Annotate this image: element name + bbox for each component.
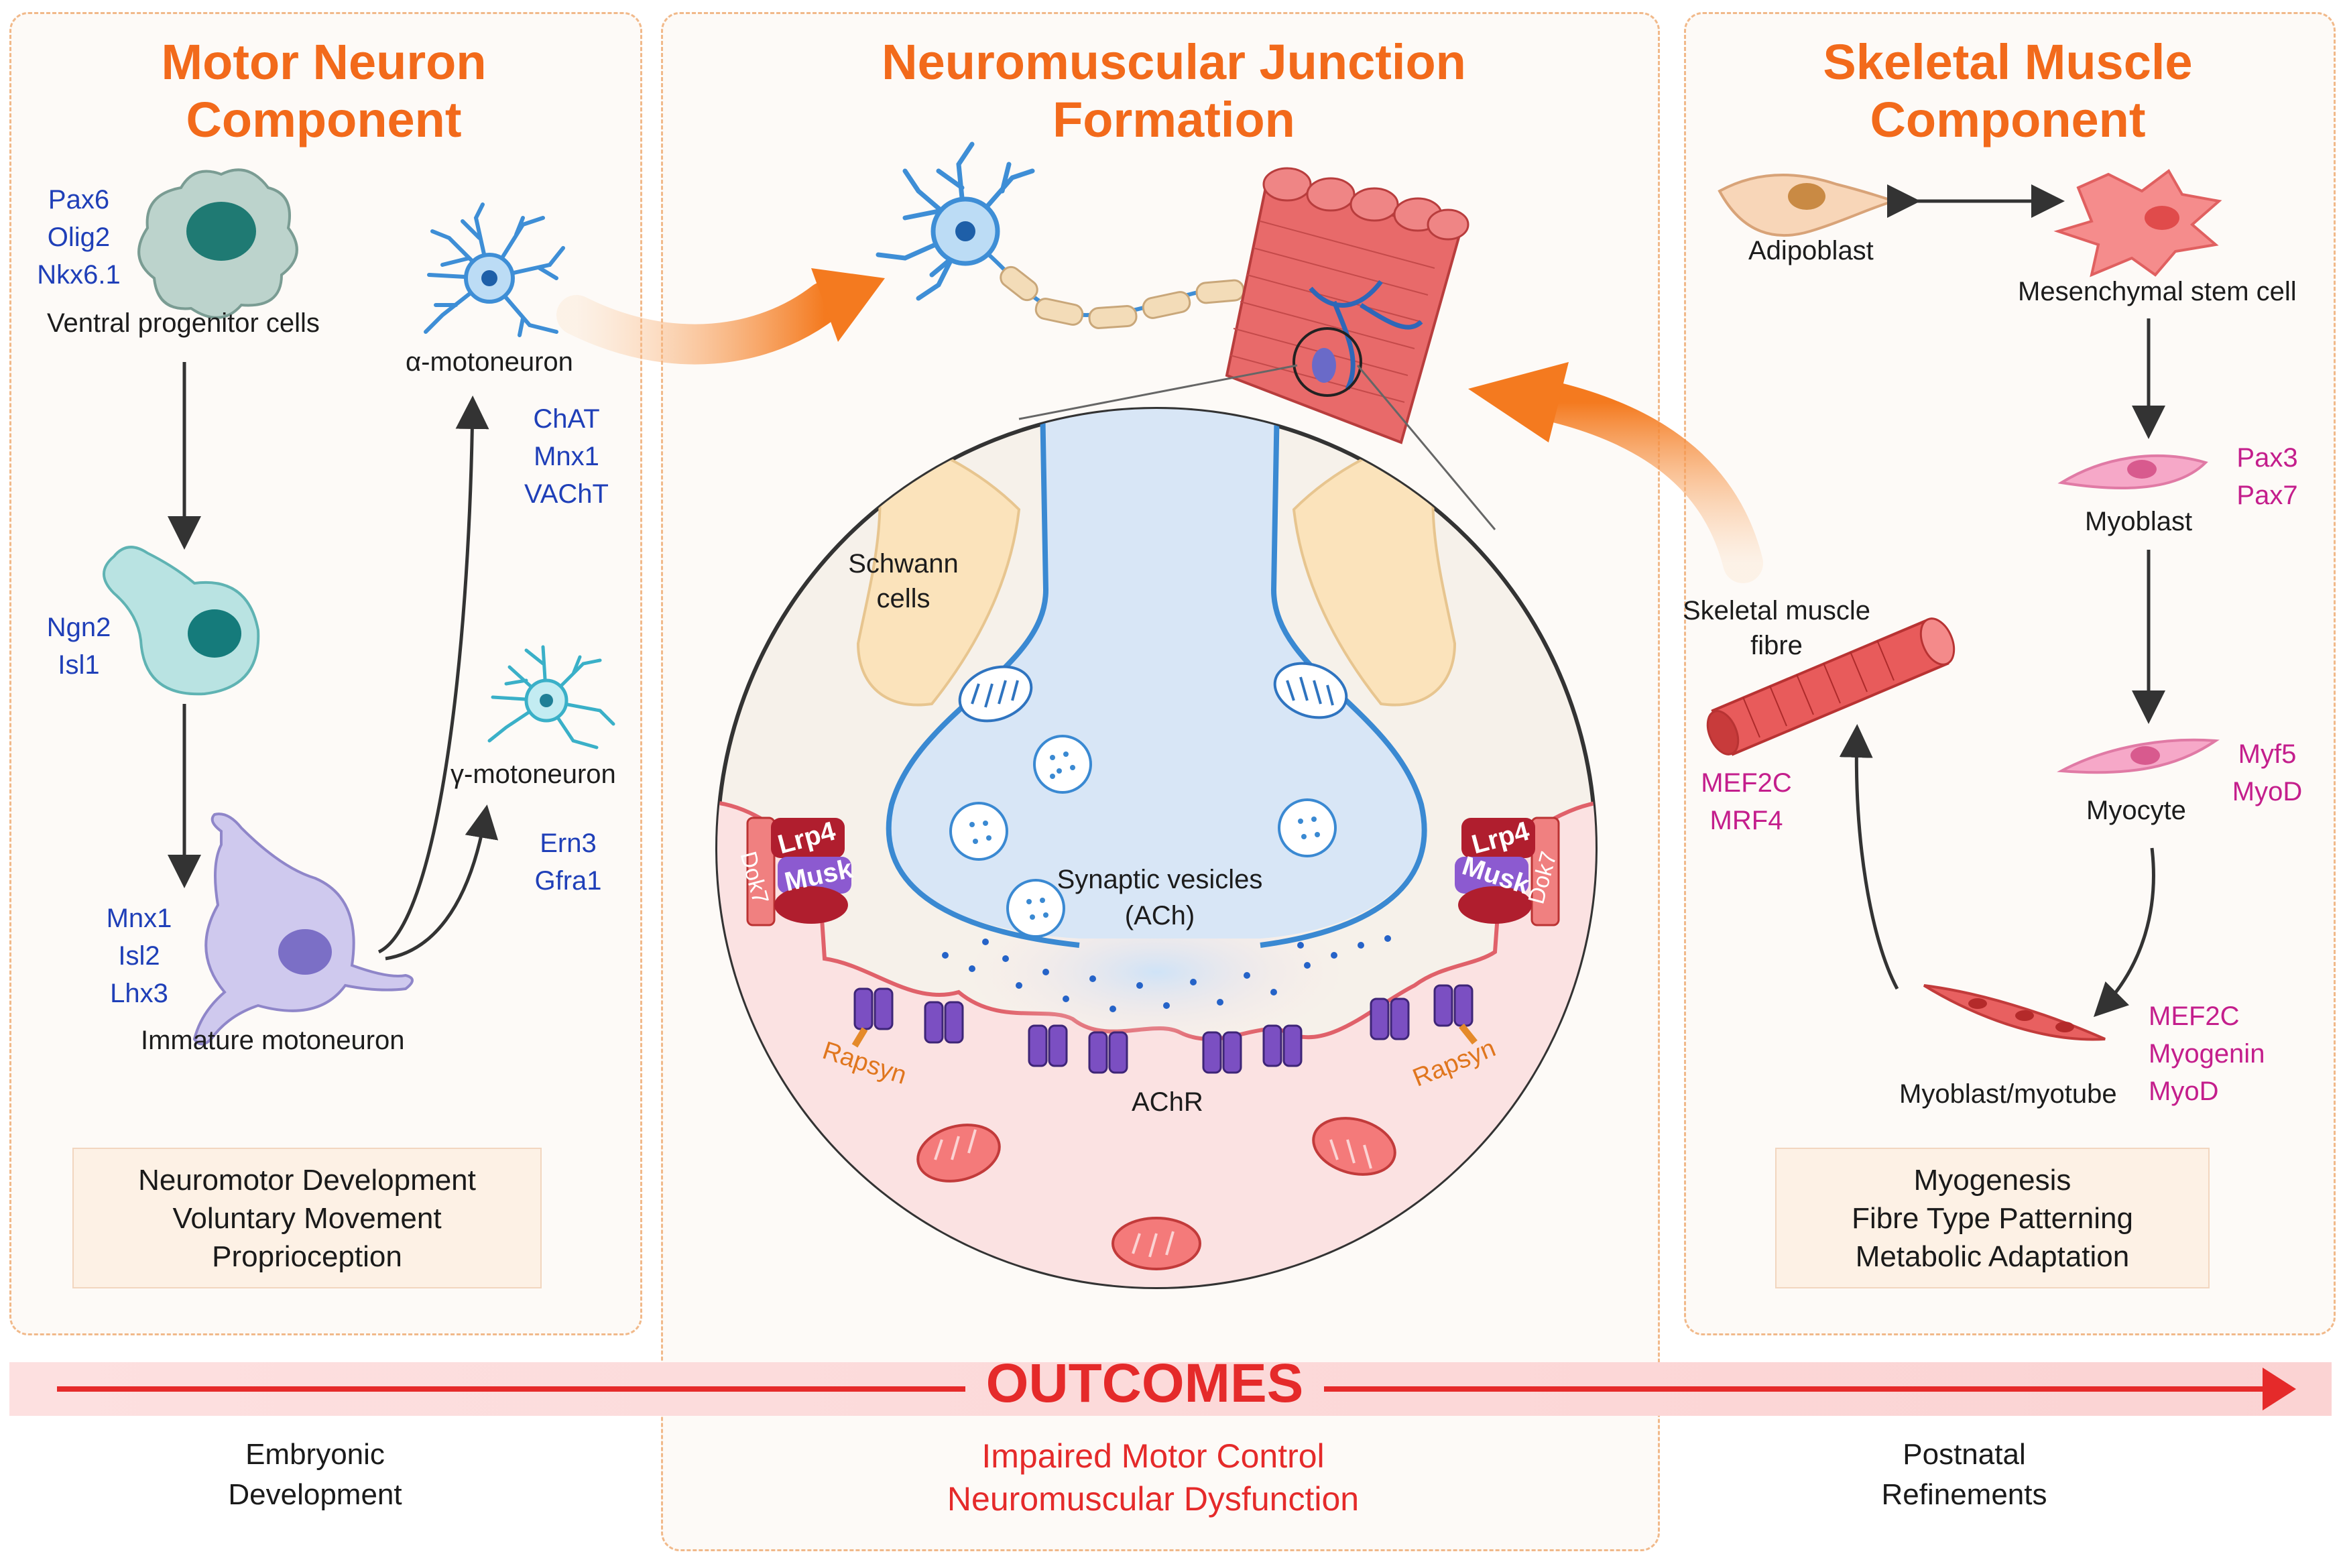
immature-motoneuron-label: Immature motoneuron — [141, 1026, 405, 1055]
lrp4-musk-dok7-complex-left — [746, 817, 851, 926]
myoblast-icon — [2057, 455, 2208, 489]
immature-gene-list: Mnx1 Isl2 Lhx3 — [106, 904, 172, 1008]
achr-label: AChR — [1132, 1087, 1203, 1117]
adipoblast-icon — [1718, 174, 1899, 237]
adipoblast-label: Adipoblast — [1748, 236, 1874, 265]
mesenchymal-stem-cell-icon — [2053, 169, 2222, 278]
lrp4-musk-dok7-complex-right — [1455, 817, 1560, 926]
nmj-neuron-icon — [876, 141, 1035, 301]
motor-neuron-title: Motor Neuron Component — [161, 34, 487, 147]
impaired-outcomes-label: Impaired Motor Control Neuromuscular Dys… — [947, 1437, 1360, 1518]
myotube-icon — [1923, 984, 2106, 1041]
synaptic-vesicle-icon — [949, 735, 1337, 938]
skeletal-muscle-fibre-icon — [1706, 617, 1956, 756]
postnatal-refinements-label: Postnatal Refinements — [1881, 1438, 2047, 1511]
gamma-motoneuron-label: γ-motoneuron — [450, 760, 616, 789]
ventral-progenitor-label: Ventral progenitor cells — [47, 308, 320, 338]
embryonic-development-label: Embryonic Development — [228, 1438, 402, 1511]
immature-motoneuron-icon — [192, 812, 414, 1046]
myoblast-gene-list: Pax3 Pax7 — [2236, 443, 2298, 510]
ngn2-gene-list: Ngn2 Isl1 — [46, 613, 111, 680]
myocyte-icon — [2057, 738, 2220, 774]
skeletal-muscle-outcome-box: Myogenesis Fibre Type Patterning Metabol… — [1775, 1148, 2210, 1288]
myocyte-label: Myocyte — [2086, 796, 2186, 825]
myocyte-gene-list: Myf5 MyoD — [2232, 739, 2303, 806]
msc-label: Mesenchymal stem cell — [2018, 277, 2297, 306]
muscle-mitochondrion-icon — [916, 1117, 1396, 1270]
fibre-gene-list: MEF2C MRF4 — [1701, 768, 1792, 835]
achr-receptor-icon — [853, 984, 1474, 1074]
ventral-gene-list: Pax6 Olig2 Nkx6.1 — [37, 185, 121, 290]
alpha-gene-list: ChAT Mnx1 VAChT — [524, 404, 609, 509]
outcomes-label: OUTCOMES — [985, 1353, 1304, 1414]
muscle-bundle-icon — [1225, 167, 1469, 444]
motor-neuron-panel — [9, 12, 642, 1335]
skeletal-muscle-fibre-label: Skeletal muscle fibre — [1682, 596, 1871, 660]
nmj-title: Neuromuscular Junction Formation — [882, 34, 1466, 147]
skeletal-muscle-title: Skeletal Muscle Component — [1823, 34, 2193, 147]
motor-neuron-outcome-box: Neuromotor Development Voluntary Movemen… — [72, 1148, 542, 1288]
myoblast-label: Myoblast — [2085, 507, 2193, 536]
schwann-cells-label: Schwann cells — [848, 549, 959, 613]
alpha-motoneuron-icon — [424, 202, 565, 337]
ventral-progenitor-cell-icon — [137, 168, 298, 319]
alpha-motoneuron-label: α-motoneuron — [406, 347, 573, 377]
gamma-gene-list: Ern3 Gfra1 — [534, 829, 602, 896]
mitochondrion-icon — [958, 662, 1348, 723]
myotube-gene-list: MEF2C Myogenin MyoD — [2149, 1002, 2265, 1106]
ngn2-progenitor-cell-icon — [103, 546, 260, 696]
gamma-motoneuron-icon — [487, 645, 615, 749]
synaptic-vesicles-label: Synaptic vesicles (ACh) — [1057, 865, 1263, 930]
myotube-label: Myoblast/myotube — [1899, 1079, 2117, 1109]
